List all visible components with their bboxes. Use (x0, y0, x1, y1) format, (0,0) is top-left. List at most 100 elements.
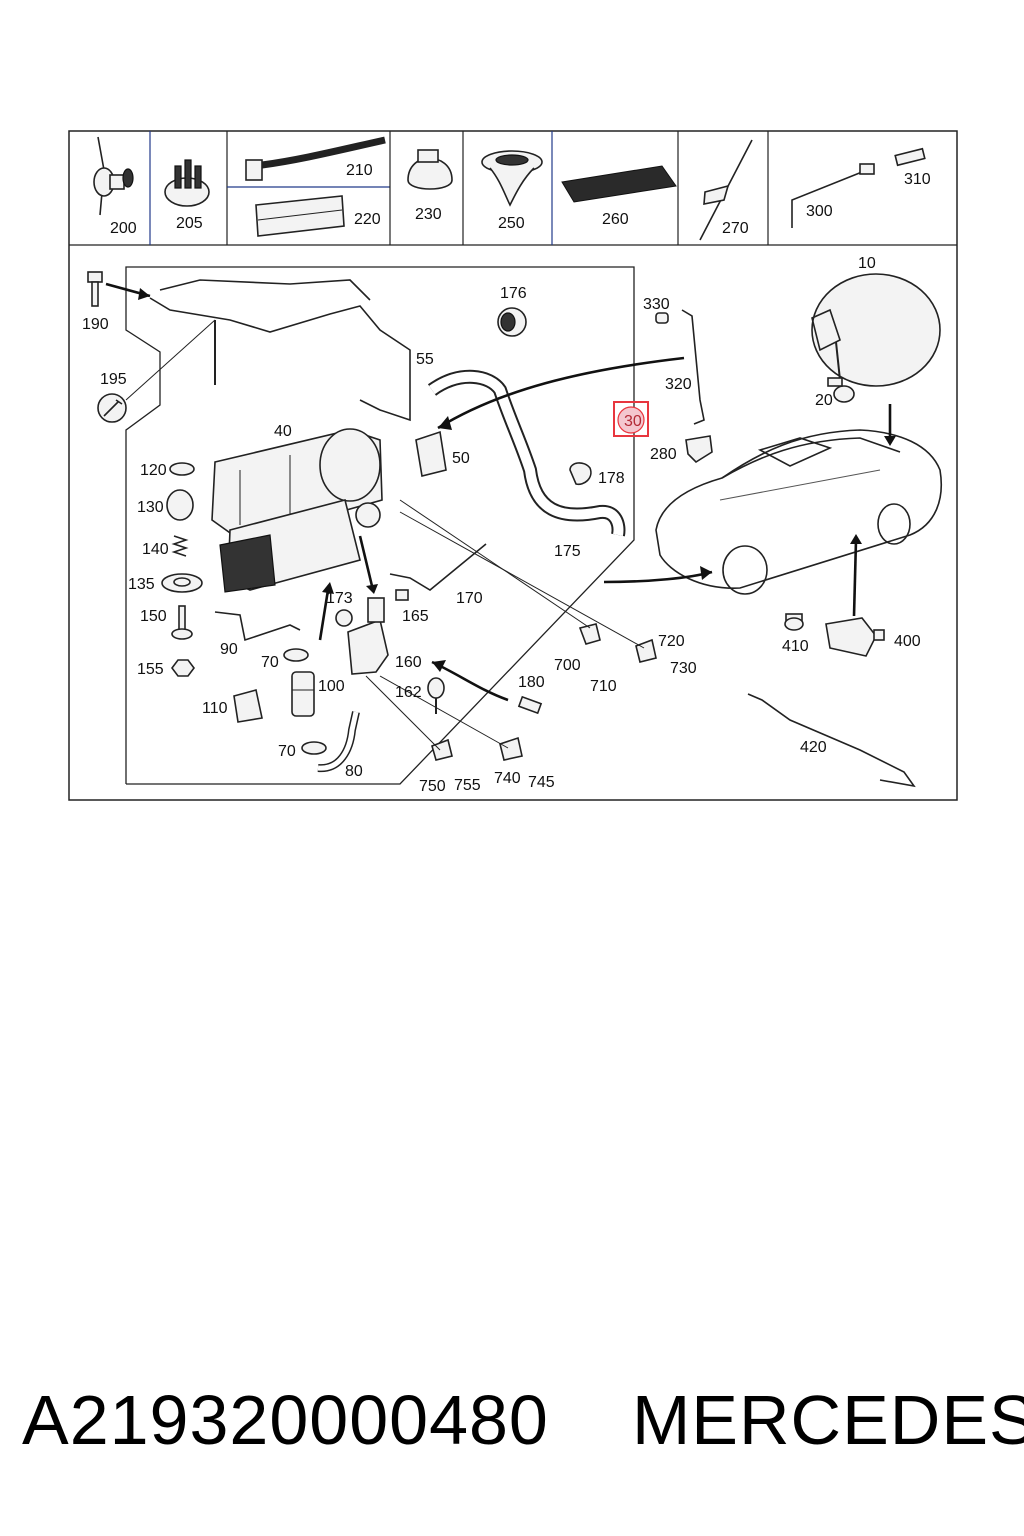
part-162-sensor (427, 677, 445, 714)
diagram-frame (68, 130, 958, 801)
callout-162: 162 (395, 684, 422, 701)
callout-175: 175 (554, 543, 581, 560)
part-155-nut (171, 659, 195, 677)
part-80-hose (317, 711, 360, 773)
part-50-sensor-bracket (415, 430, 447, 477)
callout-90: 90 (220, 641, 238, 658)
callout-155: 155 (137, 661, 164, 678)
part-250-grommet (481, 150, 543, 207)
part-20-bolt (827, 377, 855, 403)
callout-178: 178 (598, 470, 625, 487)
callout-labels: 200 205 210 220 230 250 260 270 300 310 … (82, 162, 931, 795)
part-400-level-sensor (825, 617, 885, 657)
callout-70-upper: 70 (261, 654, 279, 671)
callout-310: 310 (904, 171, 931, 188)
callout-130: 130 (137, 499, 164, 516)
callout-220: 220 (354, 211, 381, 228)
callout-180: 180 (518, 674, 545, 691)
part-320-line (681, 309, 705, 425)
part-176-plug (497, 307, 527, 337)
part-165-fitting (395, 589, 409, 601)
callout-140: 140 (142, 541, 169, 558)
part-260-mat (561, 165, 677, 203)
part-140-spring (171, 535, 189, 557)
part-210-cable-tie (245, 136, 386, 181)
highlight-box (613, 401, 649, 437)
callout-70-lower: 70 (278, 743, 296, 760)
part-120-nut (169, 462, 195, 476)
callout-270: 270 (722, 220, 749, 237)
callout-230: 230 (415, 206, 442, 223)
part-330-cap (655, 312, 669, 324)
callout-200: 200 (110, 220, 137, 237)
connectors-700-745 (365, 499, 657, 761)
part-100-filter (291, 671, 315, 717)
callout-50: 50 (452, 450, 470, 467)
parts-diagram: 200 205 210 220 230 250 260 270 300 310 … (68, 130, 958, 801)
callout-300: 300 (806, 203, 833, 220)
callout-320: 320 (665, 376, 692, 393)
part-180-bolt (517, 695, 543, 715)
callout-173: 173 (326, 590, 353, 607)
callout-20: 20 (815, 392, 833, 409)
compressor-subframe (125, 266, 635, 785)
part-10-reservoir (811, 273, 941, 387)
callout-730: 730 (670, 660, 697, 677)
callout-260: 260 (602, 211, 629, 228)
part-175-hose (427, 369, 626, 537)
callout-10: 10 (858, 255, 876, 272)
callout-330: 330 (643, 296, 670, 313)
reference-arrows (105, 282, 896, 702)
part-130-mount (166, 489, 194, 521)
callout-195: 195 (100, 371, 127, 388)
part-205-connector (164, 159, 210, 207)
callout-410: 410 (782, 638, 809, 655)
part-230-bump-stop (407, 149, 453, 190)
callout-190: 190 (82, 316, 109, 333)
callout-150: 150 (140, 608, 167, 625)
callout-210: 210 (346, 162, 373, 179)
part-40-compressor (211, 428, 383, 593)
part-110-holder (233, 689, 263, 723)
callout-30: 30 (624, 413, 642, 430)
part-150-bolt (171, 605, 193, 640)
callout-170: 170 (456, 590, 483, 607)
callout-135: 135 (128, 576, 155, 593)
callout-745: 745 (528, 774, 555, 791)
part-170-line (389, 543, 487, 591)
callout-100: 100 (318, 678, 345, 695)
highlight-circle (617, 406, 645, 434)
callout-55: 55 (416, 351, 434, 368)
callout-280: 280 (650, 446, 677, 463)
callout-120: 120 (140, 462, 167, 479)
part-280-clip (685, 435, 713, 464)
part-160-valve-block (347, 597, 389, 675)
part-410-bolt (784, 613, 804, 631)
callout-755: 755 (454, 777, 481, 794)
callout-110: 110 (202, 700, 228, 717)
callout-176: 176 (500, 285, 527, 302)
part-300-line (791, 163, 875, 228)
part-310-fitting (894, 147, 926, 167)
part-220-edge-trim (255, 195, 345, 237)
part-173-cap (335, 609, 353, 627)
callout-80: 80 (345, 763, 363, 780)
brand-name: MERCEDES (632, 1381, 1024, 1459)
callout-400: 400 (894, 633, 921, 650)
callout-250: 250 (498, 215, 525, 232)
part-195-tool-icon (97, 393, 127, 423)
part-70-clamp-upper (283, 648, 309, 662)
part-135-washer (161, 573, 203, 593)
part-270-strap (699, 139, 753, 241)
callout-205: 205 (176, 215, 203, 232)
callout-710: 710 (590, 678, 617, 695)
callout-165: 165 (402, 608, 429, 625)
part-70-clamp-lower (301, 741, 327, 755)
callout-740: 740 (494, 770, 521, 787)
callout-720: 720 (658, 633, 685, 650)
callout-40: 40 (274, 423, 292, 440)
part-90-pipe (214, 611, 301, 642)
vehicle-illustration (655, 429, 942, 595)
part-55-bracket (149, 279, 411, 422)
footer: A219320000480 MERCEDES (0, 1370, 1024, 1480)
